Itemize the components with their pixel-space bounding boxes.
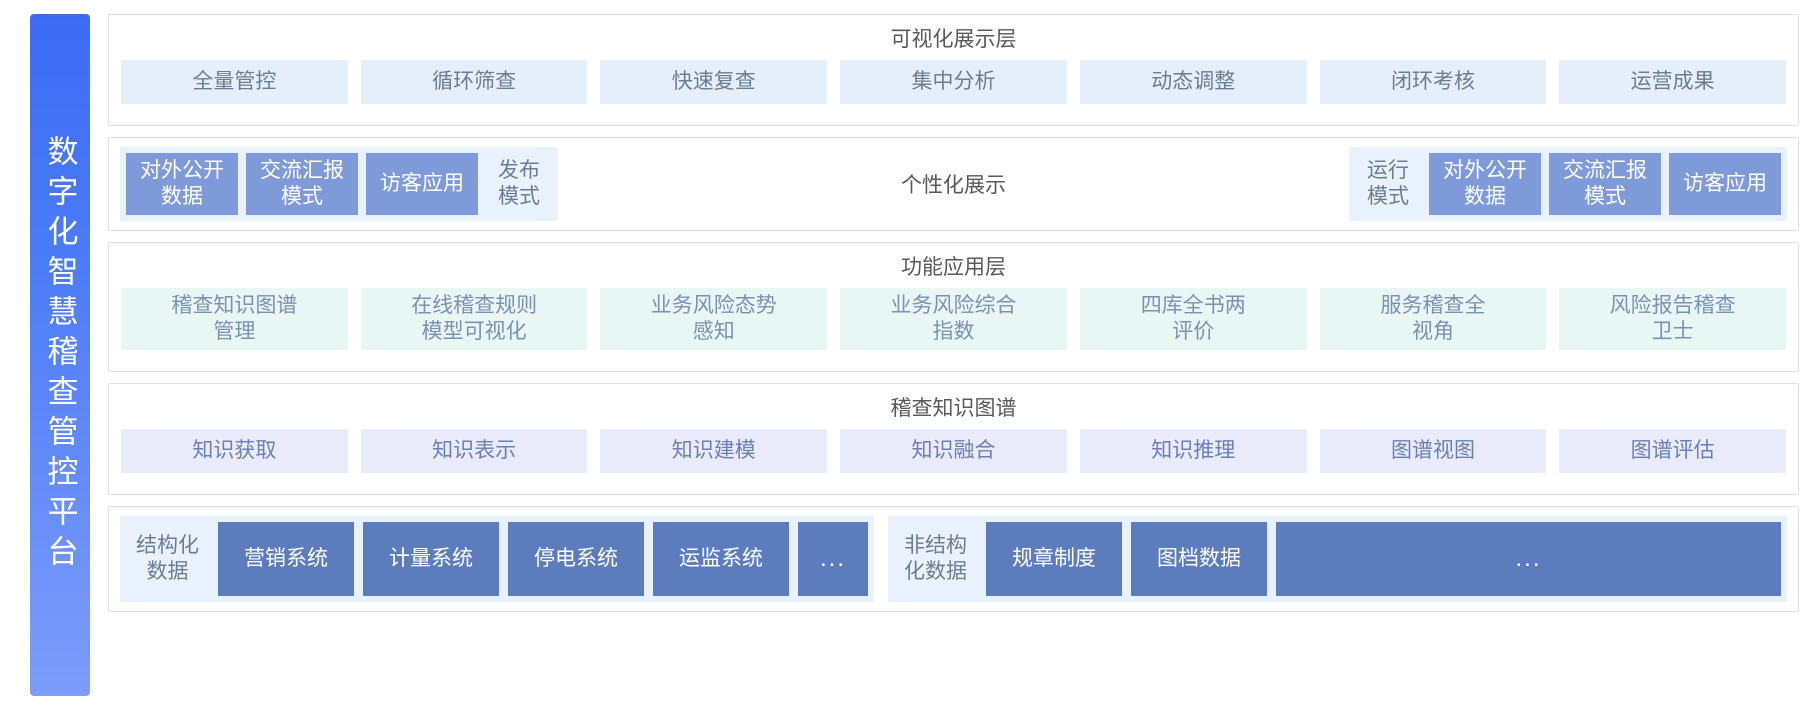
structured-system-box[interactable]: 运监系统 <box>653 522 789 596</box>
structured-system-box[interactable]: 营销系统 <box>218 522 354 596</box>
runtime-mode-label: 运行模式 <box>1367 159 1409 208</box>
functional-chip[interactable]: 服务稽查全视角 <box>1319 288 1547 350</box>
structured-system-box[interactable]: 停电系统 <box>508 522 644 596</box>
layer-functional-title: 功能应用层 <box>901 256 1006 279</box>
layer-stack: 可视化展示层 全量管控 循环筛查 快速复查 集中分析 动态调整 闭环考核 运营成… <box>90 0 1815 710</box>
publish-mode-group: 对外公开数据 交流汇报模式 访客应用 发布模式 <box>120 147 558 221</box>
platform-title: 数字化智慧稽查管控平台 <box>42 135 78 575</box>
layer-modes: 对外公开数据 交流汇报模式 访客应用 发布模式 个性化展示 运行模式 对外公开数… <box>108 137 1799 231</box>
runtime-mode-group: 运行模式 对外公开数据 交流汇报模式 访客应用 <box>1349 147 1787 221</box>
personalized-display-label: 个性化展示 <box>558 147 1349 221</box>
knowledge-graph-chip[interactable]: 知识获取 <box>121 429 348 473</box>
visualization-chip[interactable]: 循环筛查 <box>360 60 588 104</box>
layer-functional: 功能应用层 稽查知识图谱管理 在线稽查规则模型可视化 业务风险态势感知 业务风险… <box>108 242 1799 372</box>
publish-mode-label: 发布模式 <box>498 159 540 208</box>
knowledge-graph-chip[interactable]: 知识融合 <box>840 429 1067 473</box>
visualization-chip[interactable]: 快速复查 <box>600 60 828 104</box>
runtime-mode-item[interactable]: 交流汇报模式 <box>1549 153 1661 215</box>
layer-data-sources: 结构化数据 营销系统 计量系统 停电系统 运监系统 ... 非结构化数据 规章制… <box>108 506 1799 612</box>
knowledge-graph-chip[interactable]: 知识表示 <box>360 429 588 473</box>
visualization-chip[interactable]: 运营成果 <box>1559 60 1787 104</box>
structured-system-more[interactable]: ... <box>798 522 869 596</box>
knowledge-graph-chip[interactable]: 知识推理 <box>1079 429 1307 473</box>
visualization-chip[interactable]: 闭环考核 <box>1319 60 1547 104</box>
visualization-chip[interactable]: 集中分析 <box>840 60 1067 104</box>
functional-chip[interactable]: 稽查知识图谱管理 <box>121 288 348 350</box>
unstructured-data-group: 非结构化数据 规章制度 图档数据 ... <box>888 516 1787 602</box>
functional-chip[interactable]: 业务风险综合指数 <box>840 288 1067 350</box>
visualization-chip[interactable]: 全量管控 <box>121 60 348 104</box>
layer-visualization: 可视化展示层 全量管控 循环筛查 快速复查 集中分析 动态调整 闭环考核 运营成… <box>108 14 1799 126</box>
functional-chip[interactable]: 在线稽查规则模型可视化 <box>360 288 588 350</box>
layer-knowledge-graph-title: 稽查知识图谱 <box>890 397 1017 420</box>
knowledge-graph-chip[interactable]: 图谱视图 <box>1319 429 1547 473</box>
runtime-mode-item[interactable]: 对外公开数据 <box>1429 153 1541 215</box>
runtime-mode-item[interactable]: 访客应用 <box>1669 153 1781 215</box>
structured-data-group: 结构化数据 营销系统 计量系统 停电系统 运监系统 ... <box>120 516 875 602</box>
platform-title-bar: 数字化智慧稽查管控平台 <box>30 14 90 696</box>
visualization-chip[interactable]: 动态调整 <box>1079 60 1307 104</box>
unstructured-system-more[interactable]: ... <box>1276 522 1781 596</box>
unstructured-system-box[interactable]: 图档数据 <box>1131 522 1268 596</box>
unstructured-system-box[interactable]: 规章制度 <box>986 522 1123 596</box>
functional-chip[interactable]: 风险报告稽查卫士 <box>1559 288 1787 350</box>
structured-data-label: 结构化数据 <box>136 533 199 583</box>
knowledge-graph-chip[interactable]: 知识建模 <box>600 429 828 473</box>
functional-chip[interactable]: 四库全书两评价 <box>1079 288 1307 350</box>
publish-mode-item[interactable]: 对外公开数据 <box>126 153 238 215</box>
unstructured-data-label: 非结构化数据 <box>904 533 968 583</box>
publish-mode-item[interactable]: 访客应用 <box>366 153 478 215</box>
functional-chip-row: 稽查知识图谱管理 在线稽查规则模型可视化 业务风险态势感知 业务风险综合指数 四… <box>109 288 1798 362</box>
functional-chip[interactable]: 业务风险态势感知 <box>600 288 828 350</box>
knowledge-graph-chip-row: 知识获取 知识表示 知识建模 知识融合 知识推理 图谱视图 图谱评估 <box>109 429 1798 485</box>
layer-knowledge-graph: 稽查知识图谱 知识获取 知识表示 知识建模 知识融合 知识推理 图谱视图 图谱评… <box>108 383 1799 495</box>
layer-visualization-title: 可视化展示层 <box>890 28 1017 51</box>
publish-mode-item[interactable]: 交流汇报模式 <box>246 153 358 215</box>
structured-system-box[interactable]: 计量系统 <box>363 522 499 596</box>
knowledge-graph-chip[interactable]: 图谱评估 <box>1559 429 1787 473</box>
visualization-chip-row: 全量管控 循环筛查 快速复查 集中分析 动态调整 闭环考核 运营成果 <box>109 60 1798 116</box>
